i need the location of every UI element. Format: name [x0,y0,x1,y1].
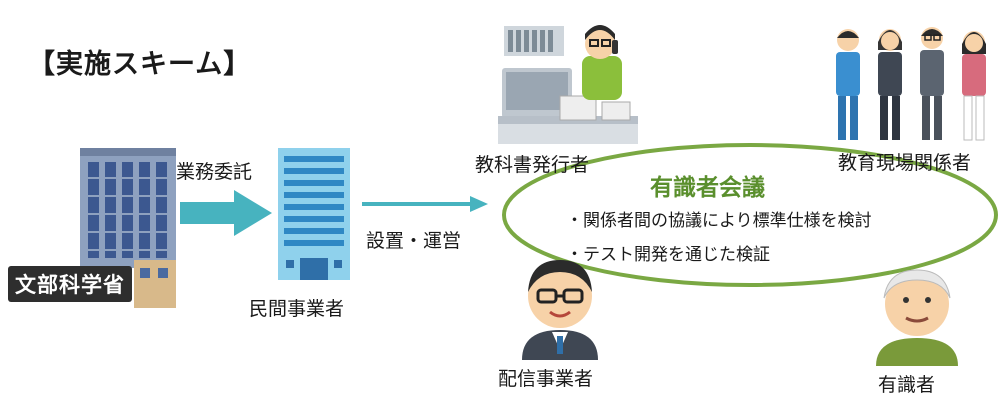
private-operator-building-illustration [278,148,350,280]
education-staff-label: 教育現場関係者 [838,152,972,174]
council-title: 有識者会議 [650,175,765,201]
distribution-operator-label: 配信事業者 [498,368,594,390]
education-staff-illustration [836,27,986,141]
council-ellipse [502,143,998,287]
expert-label: 有識者 [878,374,936,396]
mext-sign: 文部科学省 [8,266,132,302]
arrow2-label: 設置・運営 [366,230,462,252]
private-operator-label: 民間事業者 [249,298,345,320]
council-bullet-test-development: ・テスト開発を通じた検証 [566,245,770,265]
mext-sign-label: 文部科学省 [15,273,125,297]
mext-building-illustration [80,148,176,308]
expert-illustration [876,269,958,366]
scheme-title: 【実施スキーム】 [28,49,252,80]
commission-arrow [180,190,272,236]
textbook-publisher-illustration [498,25,638,144]
establish-arrow [362,196,488,212]
textbook-publisher-label: 教科書発行者 [475,154,590,176]
distribution-operator-illustration [522,260,598,360]
council-bullet-standard-spec: ・関係者間の協議により標準仕様を検討 [566,211,872,231]
arrow1-label: 業務委託 [176,161,253,183]
